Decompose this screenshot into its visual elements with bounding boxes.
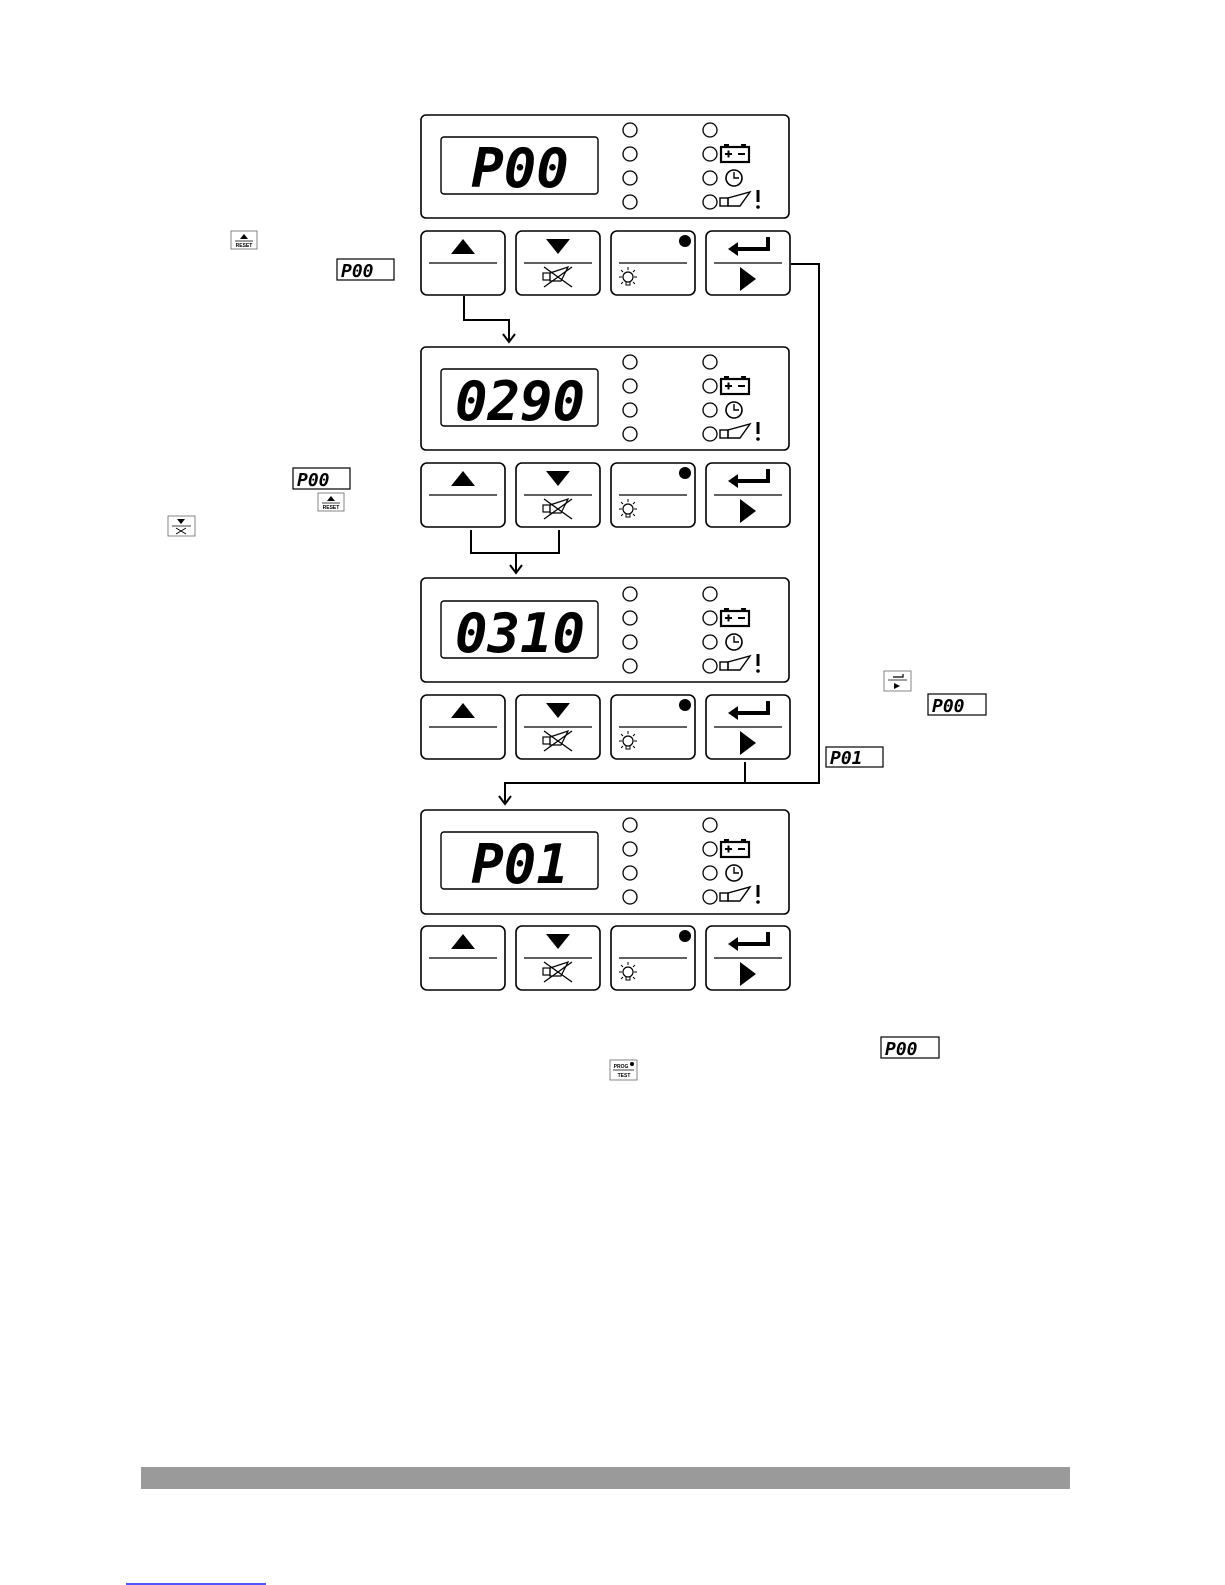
display-readout: P01 bbox=[471, 833, 569, 896]
annotation-right: P00 P01 bbox=[826, 671, 986, 769]
panel-step-3: 0310 bbox=[421, 578, 789, 682]
footer-bar bbox=[141, 1467, 1070, 1489]
mini-label: PROG bbox=[614, 1064, 629, 1070]
mini-label: RESET bbox=[323, 505, 340, 511]
annotation-left-1: RESET P00 bbox=[231, 231, 394, 282]
mini-display: P01 bbox=[830, 748, 863, 769]
display-readout: 0310 bbox=[455, 602, 585, 665]
mini-display: P00 bbox=[885, 1039, 918, 1060]
display-readout: P00 bbox=[471, 137, 569, 200]
prog-test-button-mini-icon: PROG TEST bbox=[610, 1060, 637, 1080]
reset-button-mini-icon: RESET bbox=[318, 493, 344, 511]
panel-step-2: 0290 bbox=[421, 347, 789, 450]
mini-label: TEST bbox=[618, 1073, 631, 1079]
panel-step-1: P00 bbox=[421, 115, 789, 218]
flow-arrow-enter-to-step-4 bbox=[499, 264, 819, 804]
display-readout: 0290 bbox=[455, 370, 585, 433]
mini-display: P00 bbox=[341, 261, 374, 282]
mini-display: P00 bbox=[932, 696, 965, 717]
mute-button-mini-icon bbox=[168, 516, 195, 536]
annotation-left-2: P00 RESET bbox=[168, 468, 350, 536]
reset-button-mini-icon: RESET bbox=[231, 231, 257, 249]
flow-arrow-up-to-step-2 bbox=[464, 296, 515, 342]
enter-button-mini-icon bbox=[884, 671, 911, 691]
panel-step-4: P01 bbox=[421, 810, 789, 914]
annotation-bottom: P00 PROG TEST bbox=[610, 1037, 939, 1080]
flow-arrow-buttons-to-step-3 bbox=[471, 530, 559, 573]
mini-label: RESET bbox=[236, 243, 253, 249]
mini-display: P00 bbox=[297, 470, 330, 491]
